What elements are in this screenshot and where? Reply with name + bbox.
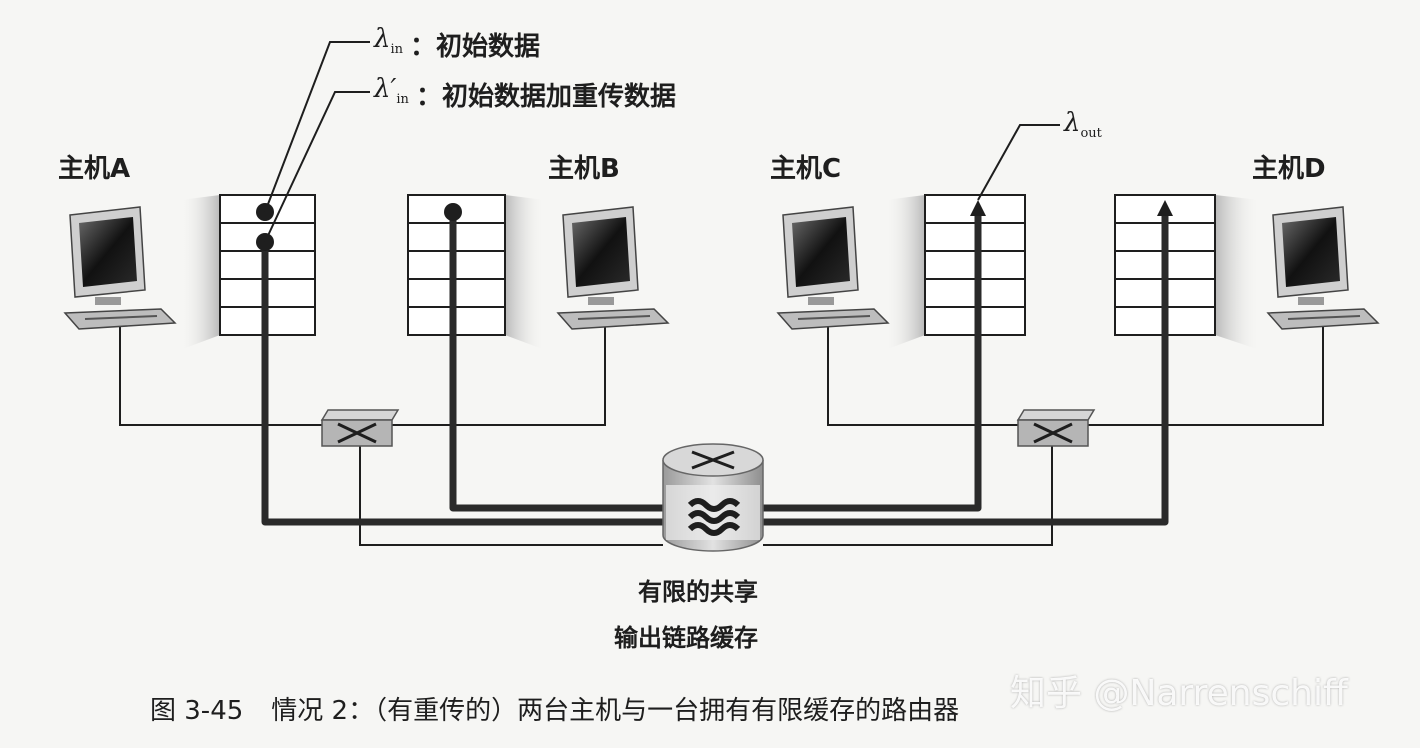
- arrow-out-c: [970, 200, 986, 216]
- computer-host-b: [556, 206, 670, 330]
- buffer-shadows: [180, 195, 1260, 350]
- legend-lambda-in-text: ：初始数据: [410, 32, 541, 62]
- dot-lambda-in-b: [444, 203, 462, 221]
- arrow-out-d: [1157, 200, 1173, 216]
- figure-number: 图 3-45: [150, 696, 244, 726]
- legend-lambda-out-symbol: λout: [1064, 108, 1102, 142]
- shared-buffer-coils: [687, 498, 741, 536]
- router: [662, 443, 764, 552]
- legend-lambda-in-prime-text: ：初始数据加重传数据: [416, 82, 677, 112]
- router-buffer-label-line2: 输出链路缓存: [614, 624, 758, 652]
- computer-host-c: [776, 206, 890, 330]
- figure-caption: 图 3-45 情况 2：（有重传的）两台主机与一台拥有有限缓存的路由器: [150, 690, 959, 727]
- lan-lines: [119, 325, 1324, 546]
- host-label-a: 主机A: [58, 154, 131, 184]
- host-label-d: 主机D: [1252, 154, 1326, 184]
- computer-host-a: [63, 206, 177, 330]
- flow-markers: [256, 200, 1173, 251]
- legend-lambda-in-symbol: λin: [374, 24, 404, 58]
- router-buffer-label-line1: 有限的共享: [638, 578, 758, 606]
- legend-leaders: [264, 41, 1060, 243]
- figure-caption-text: 情况 2：（有重传的）两台主机与一台拥有有限缓存的路由器: [271, 696, 960, 726]
- switch-left: [320, 409, 400, 447]
- host-label-c: 主机C: [770, 154, 842, 184]
- switch-right: [1016, 409, 1096, 447]
- host-label-b: 主机B: [548, 154, 620, 184]
- computer-host-d: [1266, 206, 1380, 330]
- legend-lambda-in-prime-symbol: λ′in: [374, 74, 409, 108]
- watermark: 知乎 @Narrenschiff: [1010, 673, 1348, 714]
